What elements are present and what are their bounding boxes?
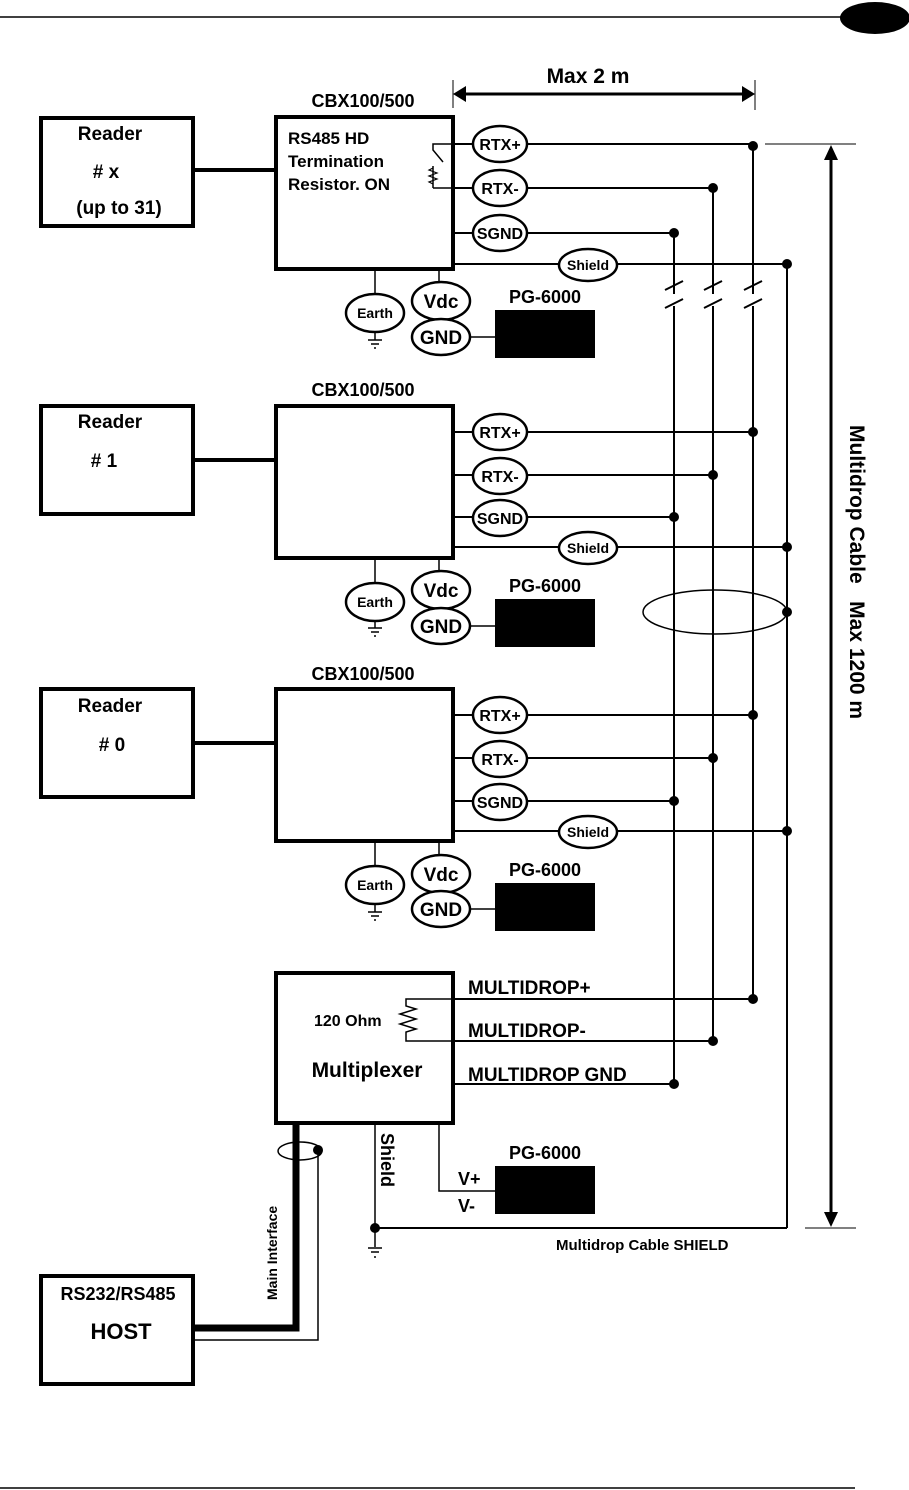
max-stub-dimension: Max 2 m xyxy=(452,65,756,110)
cable-shield-label: Multidrop Cable SHIELD xyxy=(556,1237,729,1254)
power-supply-block[interactable] xyxy=(495,599,595,647)
terminal-label: RTX+ xyxy=(479,708,520,725)
terminal-label: GND xyxy=(420,900,462,921)
terminal-label: Earth xyxy=(357,594,393,610)
cbx-title: CBX100/500 xyxy=(311,664,414,684)
cable-break-mark xyxy=(664,280,684,291)
terminal-label: Shield xyxy=(567,824,609,840)
ground-icon xyxy=(368,1247,382,1258)
multiplexer: 120 Ohm Multiplexer MULTIDROP+ MULTIDROP… xyxy=(274,971,787,1258)
terminal-label: RTX- xyxy=(481,181,518,198)
terminal-shield[interactable] xyxy=(557,247,619,283)
cbx-box[interactable] xyxy=(274,115,455,271)
terminal-rtx-minus[interactable] xyxy=(471,168,529,208)
power-supply-block[interactable] xyxy=(495,310,595,358)
terminal-label: GND xyxy=(420,328,462,349)
terminal-sgnd[interactable] xyxy=(471,213,529,253)
vminus-label: V- xyxy=(458,1196,475,1216)
reader-label: Reader xyxy=(78,412,143,433)
cbx-box[interactable] xyxy=(274,687,455,843)
terminal-label: SGND xyxy=(477,226,523,243)
mux-shield-label: Shield xyxy=(377,1133,397,1187)
cbx-box[interactable] xyxy=(274,404,455,560)
station-x: Reader # x (up to 31) CBX100/500 RS485 H… xyxy=(39,91,792,358)
terminal-rtx-minus[interactable] xyxy=(471,739,529,779)
cbx-title: CBX100/500 xyxy=(311,91,414,111)
host-box[interactable] xyxy=(39,1274,195,1386)
host-label: HOST xyxy=(90,1319,152,1344)
terminal-rtx-plus[interactable] xyxy=(471,412,529,452)
terminal-shield[interactable] xyxy=(557,530,619,566)
terminal-shield[interactable] xyxy=(557,814,619,850)
multiplexer-box[interactable] xyxy=(274,971,455,1125)
terminal-label: RTX- xyxy=(481,752,518,769)
cable-break-mark xyxy=(703,280,723,291)
cbx-title: CBX100/500 xyxy=(311,380,414,400)
reader-box[interactable] xyxy=(39,687,195,799)
bus-lines xyxy=(642,146,792,1228)
terminal-label: SGND xyxy=(477,795,523,812)
terminal-label: SGND xyxy=(477,511,523,528)
cable-break-mark xyxy=(743,280,763,291)
power-supply-label: PG-6000 xyxy=(509,860,581,880)
terminal-label: RTX- xyxy=(481,469,518,486)
terminal-label: Earth xyxy=(357,877,393,893)
cbx-note-line: Resistor. ON xyxy=(288,175,390,194)
main-interface-label: Main Interface xyxy=(264,1206,280,1300)
multidrop-gnd-label: MULTIDROP GND xyxy=(468,1065,627,1086)
ground-icon xyxy=(368,904,382,921)
terminal-label: Shield xyxy=(567,257,609,273)
cable-length-label: Multidrop Cable Max 1200 m xyxy=(845,425,868,719)
terminal-label: Vdc xyxy=(424,292,459,313)
reader-note: (up to 31) xyxy=(76,198,162,219)
arrowhead-up-icon xyxy=(824,145,838,160)
terminal-label: Vdc xyxy=(424,865,459,886)
station-1: Reader # 1 CBX100/500 RTX+ RTX- SGND Shi… xyxy=(39,380,792,647)
power-supply-label: PG-6000 xyxy=(509,1143,581,1163)
cbx-note-line: Termination xyxy=(288,152,384,171)
power-supply-block[interactable] xyxy=(495,1166,595,1214)
resistor-icon xyxy=(397,998,453,1042)
host-interface-label: RS232/RS485 xyxy=(60,1284,175,1304)
terminal-label: Shield xyxy=(567,540,609,556)
cable-bundle-ellipse xyxy=(642,589,788,635)
main-interface-shield-wire xyxy=(193,1150,319,1341)
terminal-label: RTX+ xyxy=(479,137,520,154)
terminal-label: Vdc xyxy=(424,581,459,602)
vplus-label: V+ xyxy=(458,1169,481,1189)
station-0: Reader # 0 CBX100/500 RTX+ RTX- SGND Shi… xyxy=(39,664,792,931)
terminal-rtx-minus[interactable] xyxy=(471,456,529,496)
reader-id: # 1 xyxy=(91,451,118,472)
power-supply-block[interactable] xyxy=(495,883,595,931)
arrowhead-down-icon xyxy=(824,1212,838,1227)
resistor-label: 120 Ohm xyxy=(314,1013,382,1030)
page-tab-marker xyxy=(840,2,909,34)
multidrop-plus-label: MULTIDROP+ xyxy=(468,978,591,999)
power-supply-label: PG-6000 xyxy=(509,287,581,307)
arrowhead-right-icon xyxy=(742,86,755,102)
terminal-sgnd[interactable] xyxy=(471,782,529,822)
reader-id: # x xyxy=(93,162,120,183)
terminal-label: RTX+ xyxy=(479,425,520,442)
reader-label: Reader xyxy=(78,124,143,145)
host-connection: Main Interface RS232/RS485 HOST xyxy=(39,1123,323,1386)
ground-icon xyxy=(368,332,382,349)
terminal-rtx-plus[interactable] xyxy=(471,124,529,164)
terminal-label: GND xyxy=(420,617,462,638)
cable-length-dimension: Multidrop Cable Max 1200 m xyxy=(765,143,868,1229)
arrowhead-left-icon xyxy=(453,86,466,102)
multiplexer-label: Multiplexer xyxy=(312,1059,423,1082)
reader-label: Reader xyxy=(78,696,143,717)
terminal-label: Earth xyxy=(357,305,393,321)
ground-icon xyxy=(368,621,382,637)
termination-resistor-icon xyxy=(427,143,453,189)
multidrop-minus-label: MULTIDROP- xyxy=(468,1021,586,1042)
power-supply-label: PG-6000 xyxy=(509,576,581,596)
reader-id: # 0 xyxy=(99,735,125,756)
terminal-rtx-plus[interactable] xyxy=(471,695,529,735)
cbx-note-line: RS485 HD xyxy=(288,129,369,148)
terminal-sgnd[interactable] xyxy=(471,498,529,538)
main-interface-cable xyxy=(193,1123,300,1332)
max-stub-label: Max 2 m xyxy=(547,65,630,88)
